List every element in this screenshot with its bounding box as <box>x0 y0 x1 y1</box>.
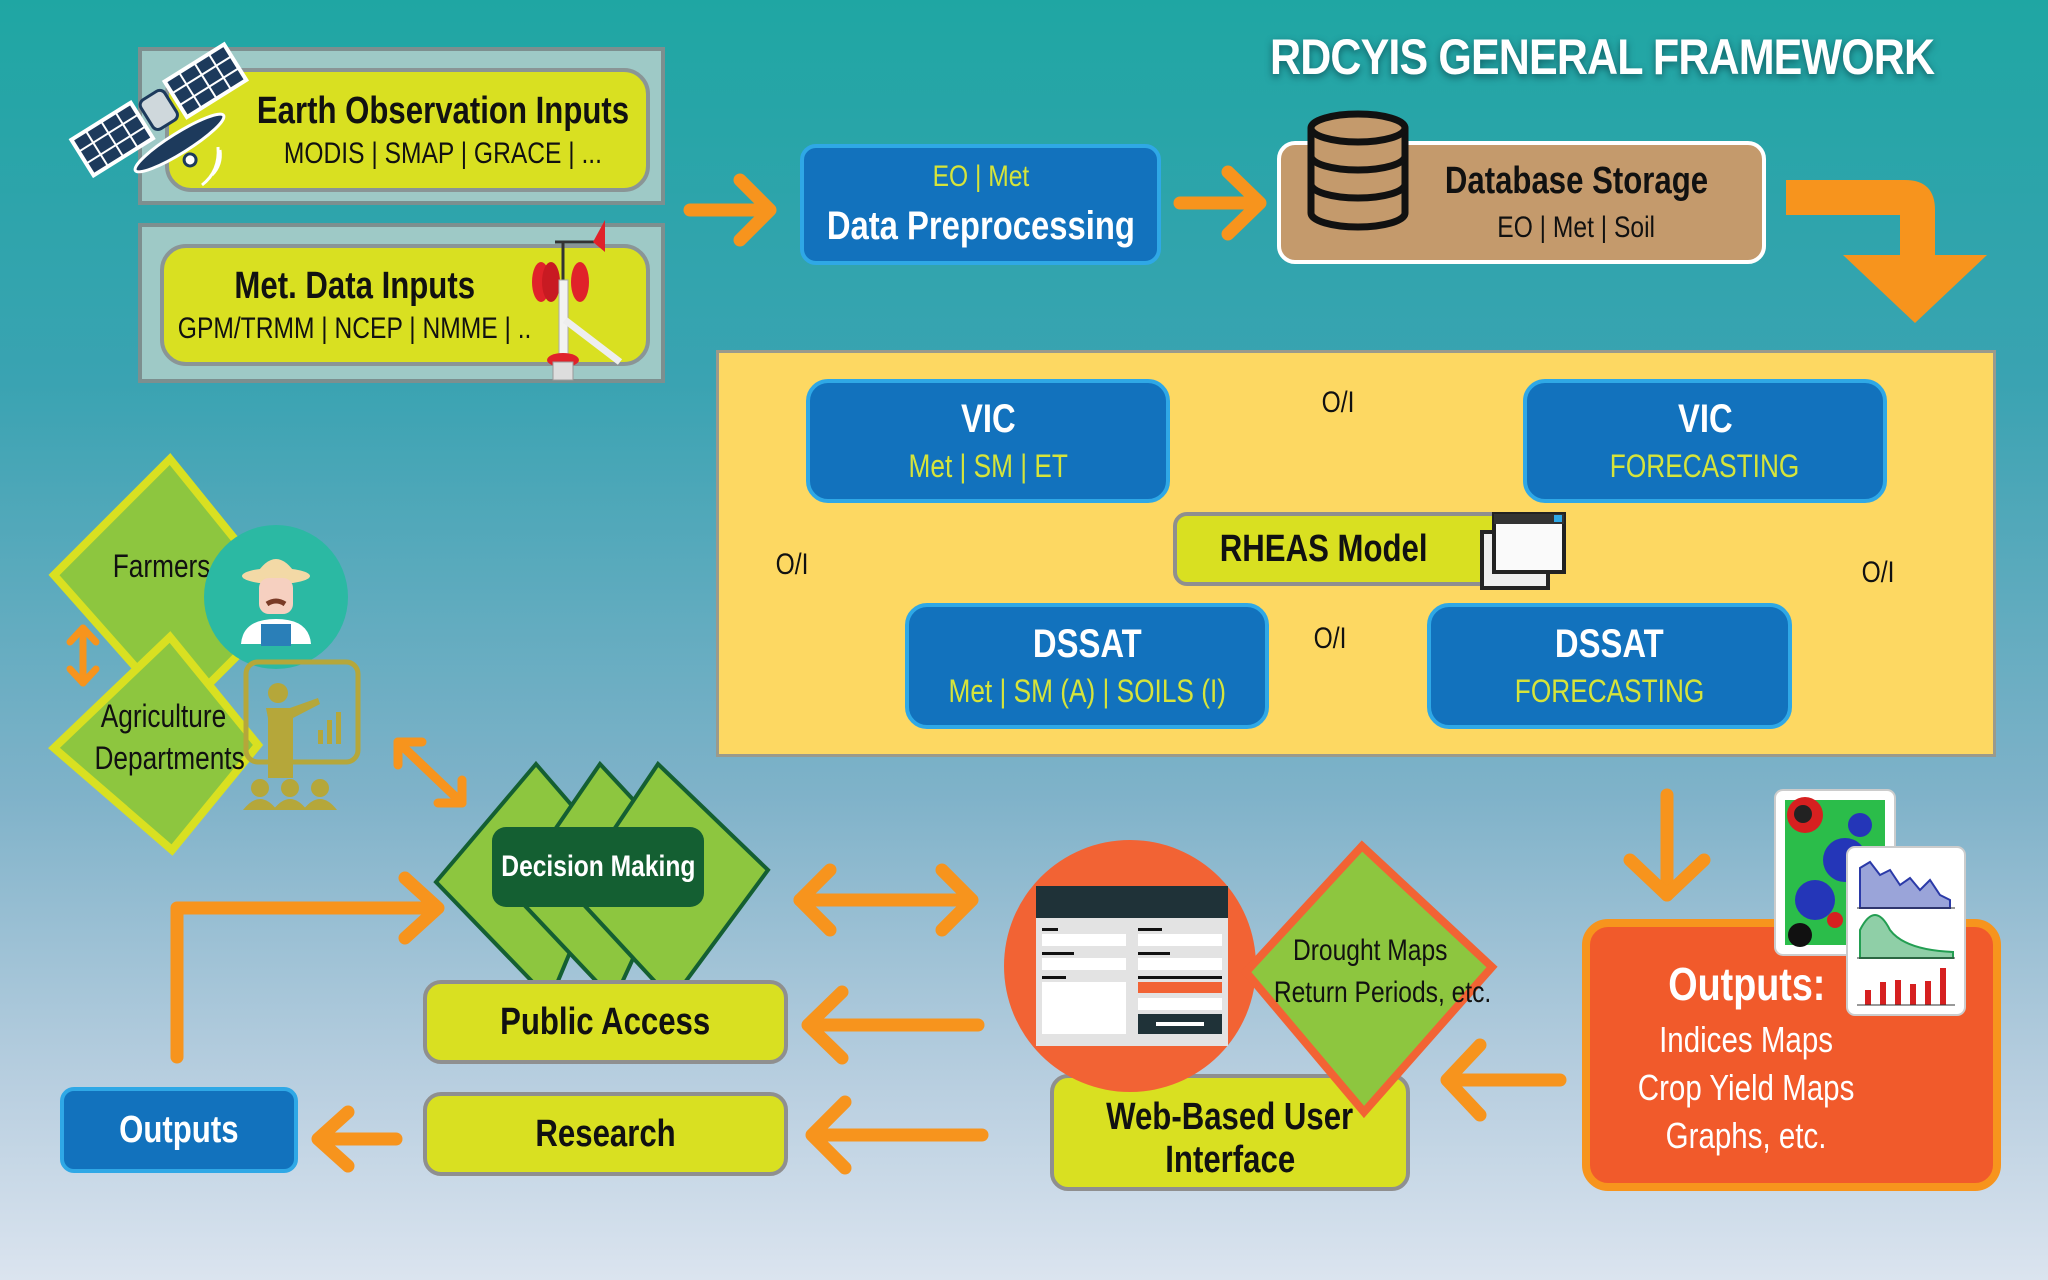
preprocessing-subtitle: EO | Met <box>932 160 1029 193</box>
windows-icon <box>1480 512 1566 590</box>
public-access-box[interactable]: Public Access <box>423 980 788 1064</box>
outputs-title: Outputs: <box>1667 958 1826 1010</box>
research-label: Research <box>535 1112 676 1155</box>
dssat-title: DSSAT <box>1032 622 1142 666</box>
arrow-outputs-to-web-ui <box>1440 1038 1567 1122</box>
outputs-final-label: Outputs <box>119 1108 239 1151</box>
dssat-subtitle: Met | SM (A) | SOILS (I) <box>948 673 1226 709</box>
rheas-model-box[interactable]: RHEAS Model <box>1173 512 1535 586</box>
web-form-icon <box>1004 840 1256 1092</box>
earth-observation-subtitle: MODIS | SMAP | GRACE | ... <box>283 136 602 170</box>
arrow-web-to-research <box>805 1095 989 1175</box>
arrow-web-to-public-access <box>801 985 985 1065</box>
database-storage-box[interactable]: Database Storage EO | Met | Soil <box>1277 141 1766 264</box>
flow-label-vic-vicfc: O/I <box>1321 386 1355 419</box>
farmer-icon <box>204 525 348 669</box>
met-data-subtitle: GPM/TRMM | NCEP | NMME | .. <box>178 311 532 345</box>
arrow-stakeholders-decision-bidirectional <box>393 737 467 808</box>
page-title: RDCYIS GENERAL FRAMEWORK <box>1270 29 1935 85</box>
presenter-icon <box>243 659 361 810</box>
preprocessing-title: Data Preprocessing <box>826 204 1135 248</box>
database-subtitle: EO | Met | Soil <box>1497 211 1656 244</box>
web-ui-title-line1: Web-Based User <box>1106 1095 1354 1138</box>
dssat-forecasting-box[interactable]: DSSAT FORECASTING <box>1427 603 1792 729</box>
outputs-final-box[interactable]: Outputs <box>60 1087 298 1173</box>
met-data-title: Met. Data Inputs <box>234 264 476 307</box>
vic-forecasting-box[interactable]: VIC FORECASTING <box>1523 379 1887 503</box>
web-ui-title-line2: Interface <box>1165 1138 1295 1181</box>
decision-making-box[interactable]: Decision Making <box>492 827 704 907</box>
outputs-item: Graphs, etc. <box>1666 1115 1827 1156</box>
vic-forecasting-subtitle: FORECASTING <box>1610 448 1800 484</box>
flow-label-dssat-dssatfc: O/I <box>1313 622 1347 655</box>
arrow-farmers-agriculture-bidirectional <box>66 624 100 687</box>
outputs-item: Crop Yield Maps <box>1638 1067 1855 1108</box>
drought-maps-diamond <box>1240 840 1498 1119</box>
drought-maps-label: Drought Maps Return Periods, etc. <box>1250 930 1492 1014</box>
vic-subtitle: Met | SM | ET <box>908 448 1068 484</box>
agriculture-departments-label: Agriculture Departments <box>78 695 248 779</box>
vic-title: VIC <box>960 397 1016 441</box>
arrow-decision-web-bidirectional <box>793 863 979 937</box>
flow-label-vic-dssat: O/I <box>775 548 809 581</box>
agri-line1: Agriculture <box>100 698 226 734</box>
dssat-box[interactable]: DSSAT Met | SM (A) | SOILS (I) <box>905 603 1269 729</box>
outputs-item: Indices Maps <box>1659 1019 1834 1060</box>
rheas-model-label: RHEAS Model <box>1220 527 1428 570</box>
earth-observation-inputs-box[interactable]: Earth Observation Inputs MODIS | SMAP | … <box>165 68 650 192</box>
flow-label-vicfc-dssatfc: O/I <box>1861 556 1895 589</box>
arrow-inputs-to-preprocessing <box>683 173 777 247</box>
dssat-forecasting-subtitle: FORECASTING <box>1514 673 1705 709</box>
drought-maps-line2: Return Periods, etc. <box>1273 976 1492 1009</box>
earth-observation-title: Earth Observation Inputs <box>256 89 629 132</box>
weather-station-icon <box>532 220 623 381</box>
maps-graphs-icon <box>1774 789 1966 1016</box>
research-box[interactable]: Research <box>423 1092 788 1176</box>
vic-box[interactable]: VIC Met | SM | ET <box>806 379 1170 503</box>
arrow-preprocessing-to-database <box>1173 165 1267 241</box>
decision-making-label: Decision Making <box>500 850 696 883</box>
database-icon <box>1307 110 1409 231</box>
database-title: Database Storage <box>1444 160 1709 202</box>
public-access-label: Public Access <box>500 1000 711 1043</box>
arrow-outputs-to-decision <box>170 871 445 1064</box>
satellite-icon <box>68 41 250 187</box>
data-preprocessing-box[interactable]: EO | Met Data Preprocessing <box>800 144 1161 265</box>
agri-line2: Departments <box>94 740 245 776</box>
drought-maps-line1: Drought Maps <box>1292 934 1448 967</box>
farmers-label: Farmers <box>112 548 211 584</box>
arrow-research-to-outputs <box>311 1105 403 1173</box>
arrow-database-to-models <box>1786 180 1987 323</box>
arrow-models-to-outputs <box>1623 788 1711 902</box>
vic-forecasting-title: VIC <box>1677 397 1733 441</box>
dssat-forecasting-title: DSSAT <box>1555 622 1664 666</box>
